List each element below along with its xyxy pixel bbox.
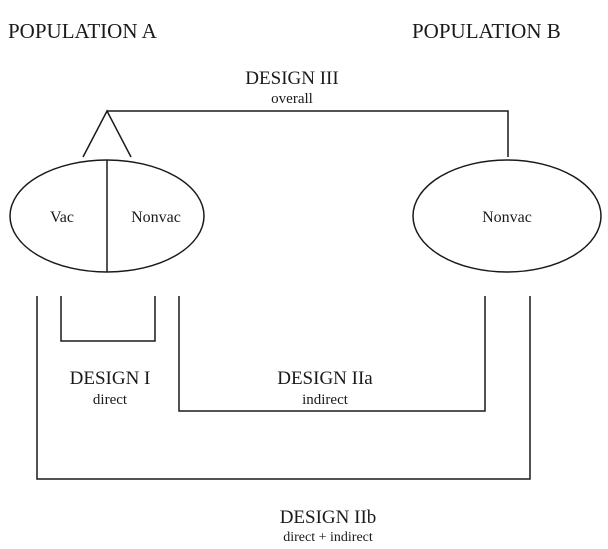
nonvac-a-label: Nonvac — [131, 209, 181, 226]
design-iii-title: DESIGN III — [245, 68, 338, 89]
design-iib-title: DESIGN IIb — [280, 507, 377, 528]
population-a-label: POPULATION A — [8, 19, 158, 43]
design-iib-subtitle: direct + indirect — [283, 530, 373, 545]
design-i-subtitle: direct — [93, 392, 128, 408]
population-b-ellipse — [412, 159, 602, 273]
design-iib-bracket — [36, 296, 531, 480]
design-i-title: DESIGN I — [70, 368, 151, 389]
design-iia-bracket — [178, 296, 486, 412]
design-iia-subtitle: indirect — [302, 392, 349, 408]
vac-label: Vac — [50, 209, 74, 226]
population-b-label: POPULATION B — [412, 19, 561, 43]
design-iia-title: DESIGN IIa — [277, 368, 373, 389]
nonvac-b-label: Nonvac — [482, 209, 532, 226]
design-iii-bracket — [82, 109, 509, 158]
design-iii-subtitle: overall — [271, 91, 313, 107]
design-i-bracket — [60, 296, 156, 342]
